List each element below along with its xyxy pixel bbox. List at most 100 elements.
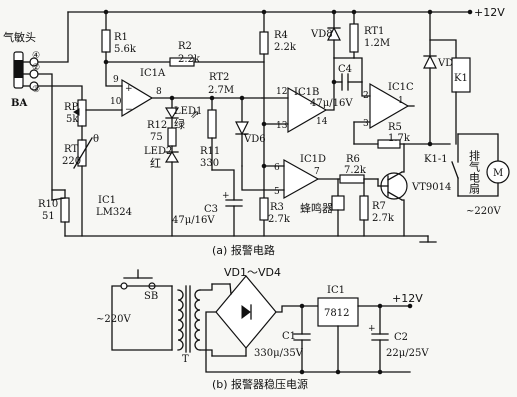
supply-rail-top: [67, 9, 473, 15]
R4-ref: R4: [274, 30, 288, 41]
relay-coil-label: K1: [454, 73, 468, 84]
buzzer: [331, 195, 345, 211]
resistor-R12: [167, 127, 177, 147]
pin4-label: ④: [32, 51, 40, 61]
R5-ref: R5: [388, 122, 402, 133]
IC1B-pin12: 12: [276, 87, 287, 97]
relay-contact-label: K1-1: [424, 154, 448, 165]
psu-switch: [120, 269, 173, 290]
transistor-label: VT9014: [411, 182, 451, 193]
IC1D-pin5: 5: [274, 187, 280, 197]
C2-plus: +: [368, 324, 376, 334]
RT2-value: 2.7M: [208, 85, 234, 96]
resistor-R3: [259, 197, 269, 221]
RT-ref: RT: [64, 144, 78, 155]
IC1A-name: IC1A: [140, 68, 166, 79]
C3-ref: C3: [204, 204, 218, 215]
LED1-color: 绿: [174, 117, 185, 131]
regulator-label: 7812: [324, 308, 349, 319]
fan-ac-label: ~220V: [466, 206, 501, 217]
IC1B-pin13: 13: [276, 121, 288, 131]
R2-value: 2.2k: [178, 54, 201, 65]
resistor-RT1: [349, 23, 359, 53]
opamp-IC1D: [283, 158, 320, 200]
LED2-color: 红: [150, 157, 161, 170]
R2-ref: R2: [178, 41, 192, 52]
sensor-wires: [37, 11, 83, 201]
resistor-R11: [207, 109, 217, 139]
opamp-IC1A: [121, 78, 154, 118]
fan-name: 排气电扇: [468, 149, 481, 195]
IC1B-name: IC1B: [294, 87, 319, 98]
RP-ref: RP: [64, 102, 79, 113]
R12-ref: R12: [147, 120, 167, 131]
IC1D-pin7: 7: [314, 167, 320, 177]
caption-psu: (b) 报警器稳压电源: [212, 377, 308, 391]
C2-ref: C2: [394, 332, 408, 343]
R7-value: 2.7k: [372, 213, 395, 224]
C3-plus: +: [222, 191, 230, 201]
ic-main-ref: IC1: [98, 195, 116, 206]
C1-ref: C1: [282, 331, 296, 342]
C4-value: 47μ/16V: [310, 98, 353, 109]
resistor-R4: [259, 31, 269, 55]
motor-label: M: [493, 168, 503, 179]
bridge-rectifier: [205, 275, 411, 373]
RT1-ref: RT1: [364, 26, 384, 37]
RT-value: 220: [62, 156, 81, 167]
resistor-R6: [339, 174, 365, 184]
sensor-name: 气敏头: [3, 30, 36, 44]
R10-ref: R10: [38, 199, 58, 210]
IC1C-pin1: 1: [398, 96, 404, 106]
R3-value: 2.7k: [268, 214, 291, 225]
led-LED1: [164, 107, 180, 120]
transformer-label: T: [182, 354, 189, 365]
R1-ref: R1: [114, 32, 128, 43]
R11-value: 330: [200, 158, 219, 169]
RT1-value: 1.2M: [364, 38, 390, 49]
vcc-top-label: +12V: [474, 6, 505, 19]
LED1-ref: LED1: [174, 106, 202, 117]
R6-value: 7.2k: [344, 165, 367, 176]
R11-ref: R11: [200, 146, 220, 157]
C4-ref: C4: [338, 64, 352, 75]
transformer-T: [171, 283, 213, 357]
psu-ac-label: ~220V: [96, 314, 131, 325]
diode-VD6: [235, 121, 249, 136]
opamp-IC1B: [287, 86, 328, 134]
theta-symbol: θ: [93, 134, 99, 145]
IC1A-minus: −: [125, 105, 133, 115]
RP-value: 5k: [66, 114, 79, 125]
R3-ref: R3: [270, 202, 284, 213]
RT2-ref: RT2: [209, 72, 229, 83]
IC1D-pin6: 6: [274, 163, 280, 173]
LED2-ref: LED2: [144, 146, 172, 157]
ground-rail: [64, 235, 437, 243]
VD5-ref: VD5: [437, 58, 460, 69]
IC1A-pin8: 8: [156, 87, 162, 97]
switch-label: SB: [144, 291, 158, 302]
resistor-R1: [101, 29, 111, 53]
ic-main-type: LM324: [96, 207, 132, 218]
resistor-R7: [359, 195, 369, 221]
pin3-label: ③: [32, 85, 40, 95]
R4-value: 2.2k: [274, 42, 297, 53]
IC1A-pin10: 10: [110, 97, 122, 107]
buzzer-label: 蜂鸣器: [300, 201, 333, 215]
sensor-ref: BA: [11, 98, 27, 109]
C2-value: 22μ/25V: [386, 348, 429, 359]
pin2-label: ②: [32, 63, 40, 73]
R6-ref: R6: [346, 154, 360, 165]
C3-value: 47μ/16V: [172, 215, 215, 226]
caption-alarm: (a) 报警电路: [212, 243, 275, 257]
IC1A-plus: +: [125, 84, 133, 94]
resistor-R10: [60, 197, 70, 223]
wiper-arrow: [73, 108, 80, 116]
R10-value: 51: [42, 211, 55, 222]
R1-value: 5.6k: [114, 44, 137, 55]
diode-VD5: [423, 54, 437, 69]
relay-contact: [451, 161, 459, 179]
VD6-ref: VD6: [243, 134, 266, 145]
relay-coil-K1: [451, 57, 471, 93]
